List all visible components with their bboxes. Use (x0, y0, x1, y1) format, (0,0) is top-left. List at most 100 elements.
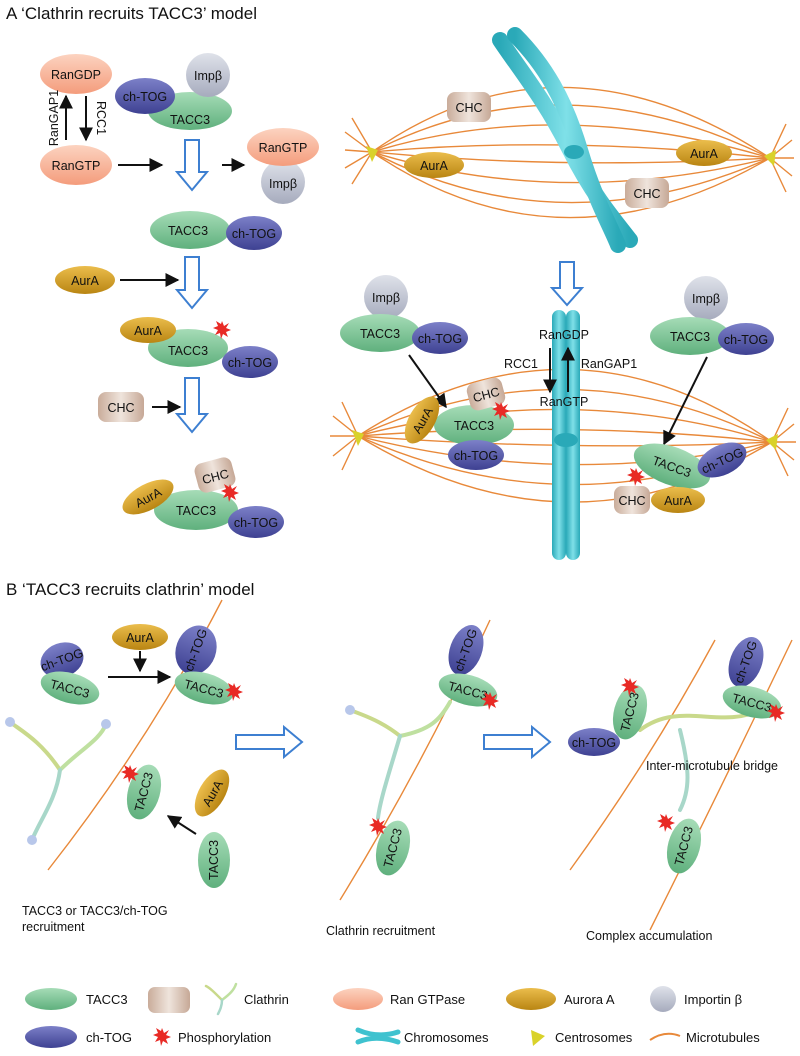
ch-tog-blob-4 (228, 506, 284, 538)
ran-gtp-label: RanGTP (52, 159, 101, 173)
tacc3-label: TACC3 (170, 113, 210, 127)
legend-phospho-label: Phosphorylation (178, 1030, 271, 1045)
aura-blob-5 (676, 140, 732, 166)
chc-label-5: CHC (471, 385, 501, 406)
chc-blob-6 (614, 486, 650, 514)
tacc3-label-3: TACC3 (168, 344, 208, 358)
chc-blob (98, 392, 144, 422)
tacc3-blob-5 (340, 314, 420, 352)
aura-label-4: AurA (420, 159, 448, 173)
tacc3-blob-b9 (666, 818, 702, 874)
chc-label-6: CHC (618, 494, 645, 508)
panel-b-title: B ‘TACC3 recruits clathrin’ model (6, 580, 254, 599)
tacc3-blob-b5 (438, 673, 498, 707)
rcc1-label-2: RCC1 (504, 357, 538, 371)
tacc3-blob-b7 (612, 684, 648, 740)
ch-tog-label-4: ch-TOG (234, 516, 278, 530)
tacc3-blob-7 (650, 317, 730, 355)
ran-gtp-label-3: RanGTP (540, 395, 589, 409)
arrow-tacc3-b (166, 815, 197, 835)
rcc1-label: RCC1 (94, 101, 108, 135)
open-arrow-b1 (235, 724, 304, 760)
arrow-left-complex (408, 354, 447, 409)
tacc3-label-4: TACC3 (176, 504, 216, 518)
phospho-mark-4 (627, 468, 645, 486)
legend-clathrin-label: Clathrin (244, 992, 289, 1007)
ch-tog-blob-6 (448, 440, 504, 470)
ch-tog-blob-b4 (568, 728, 620, 756)
tacc3-blob-6 (434, 405, 514, 445)
legend-microtubules-label: Microtubules (686, 1030, 760, 1045)
tacc3-blob-2 (150, 211, 230, 249)
tacc3-blob-b1 (40, 671, 100, 705)
centrosome-top-left (366, 146, 378, 162)
ch-tog-label: ch-TOG (123, 90, 167, 104)
tacc3-blob-b3 (126, 764, 162, 820)
chc-blob-2 (194, 457, 236, 493)
phospho-mark-b7 (657, 814, 675, 832)
impb-label: Impβ (194, 69, 222, 83)
rangap1-label: RanGAP1 (47, 90, 61, 146)
legend-importin-swatch (650, 986, 676, 1012)
aura-label-2: AurA (134, 324, 162, 338)
legend-chtog-label: ch-TOG (86, 1030, 132, 1045)
caption-stage1-line1: TACC3 or TACC3/ch-TOG (22, 904, 168, 918)
tacc3-label-7: TACC3 (670, 330, 710, 344)
legend-tacc3-swatch (25, 988, 77, 1010)
centrosome-bottom-right (766, 434, 778, 450)
impb-label-4: Impβ (692, 292, 720, 306)
ch-tog-blob-5 (412, 322, 468, 354)
aura-label-7: AurA (664, 494, 692, 508)
open-arrow-2 (174, 256, 210, 310)
microtubule-stage3b (649, 639, 793, 931)
tacc3-blob-b2 (174, 671, 234, 705)
aura-blob-4 (404, 152, 464, 178)
tacc3-blob-b4 (198, 832, 230, 888)
chc-label-4: CHC (633, 187, 660, 201)
chc-blob-5 (466, 377, 506, 411)
ch-tog-label-2: ch-TOG (232, 227, 276, 241)
ran-gtp-blob-2 (247, 128, 319, 166)
panel-a-title: A ‘Clathrin recruits TACC3’ model (6, 4, 257, 23)
tacc3-blob-4 (154, 490, 238, 530)
legend-importin-label: Importin β (684, 992, 742, 1007)
legend-tacc3-label: TACC3 (86, 992, 128, 1007)
ch-tog-blob-b3 (448, 624, 484, 676)
open-arrow-3 (174, 377, 210, 434)
ch-tog-blob-b5 (728, 636, 764, 688)
aura-blob-6 (404, 396, 440, 444)
aura-label-5: AurA (690, 147, 718, 161)
clathrin-triskelion-2 (345, 700, 452, 820)
open-arrow-4 (549, 261, 585, 307)
ch-tog-label-b4: ch-TOG (572, 736, 616, 750)
ran-gdp-blob (40, 54, 112, 94)
ran-gdp-label-2: RanGDP (539, 328, 589, 342)
legend-chromosome-icon (355, 1027, 401, 1045)
legend-chtog-swatch (25, 1026, 77, 1048)
chc-label-3: CHC (455, 101, 482, 115)
importin-beta-blob-2 (261, 160, 305, 204)
importin-beta-blob-3 (364, 275, 408, 319)
legend-microtubule-icon (649, 1032, 681, 1041)
tacc3-label-6: TACC3 (454, 419, 494, 433)
tacc3-blob-8 (633, 443, 711, 489)
caption-stage1-line2: recruitment (22, 920, 85, 934)
open-arrow-b2 (483, 724, 552, 760)
aura-blob-7 (651, 487, 705, 513)
legend-ran-swatch (333, 988, 383, 1010)
importin-beta-blob (186, 53, 230, 97)
clathrin-triskelion-1 (5, 717, 111, 845)
legend-phospho-icon (153, 1028, 171, 1046)
aura-label: AurA (71, 274, 99, 288)
ran-gtp-label-2: RanGTP (259, 141, 308, 155)
aura-blob (55, 266, 115, 294)
ch-tog-label-7: ch-TOG (724, 333, 768, 347)
ch-tog-blob (115, 78, 175, 114)
open-arrow-1 (174, 139, 210, 192)
legend-clathrin-icon (204, 982, 238, 1016)
ran-gtp-blob (40, 145, 112, 185)
chc-blob-4 (625, 178, 669, 208)
tacc3-label-2: TACC3 (168, 224, 208, 238)
legend-centrosome-icon (531, 1030, 545, 1046)
caption-stage2: Clathrin recruitment (326, 924, 436, 938)
